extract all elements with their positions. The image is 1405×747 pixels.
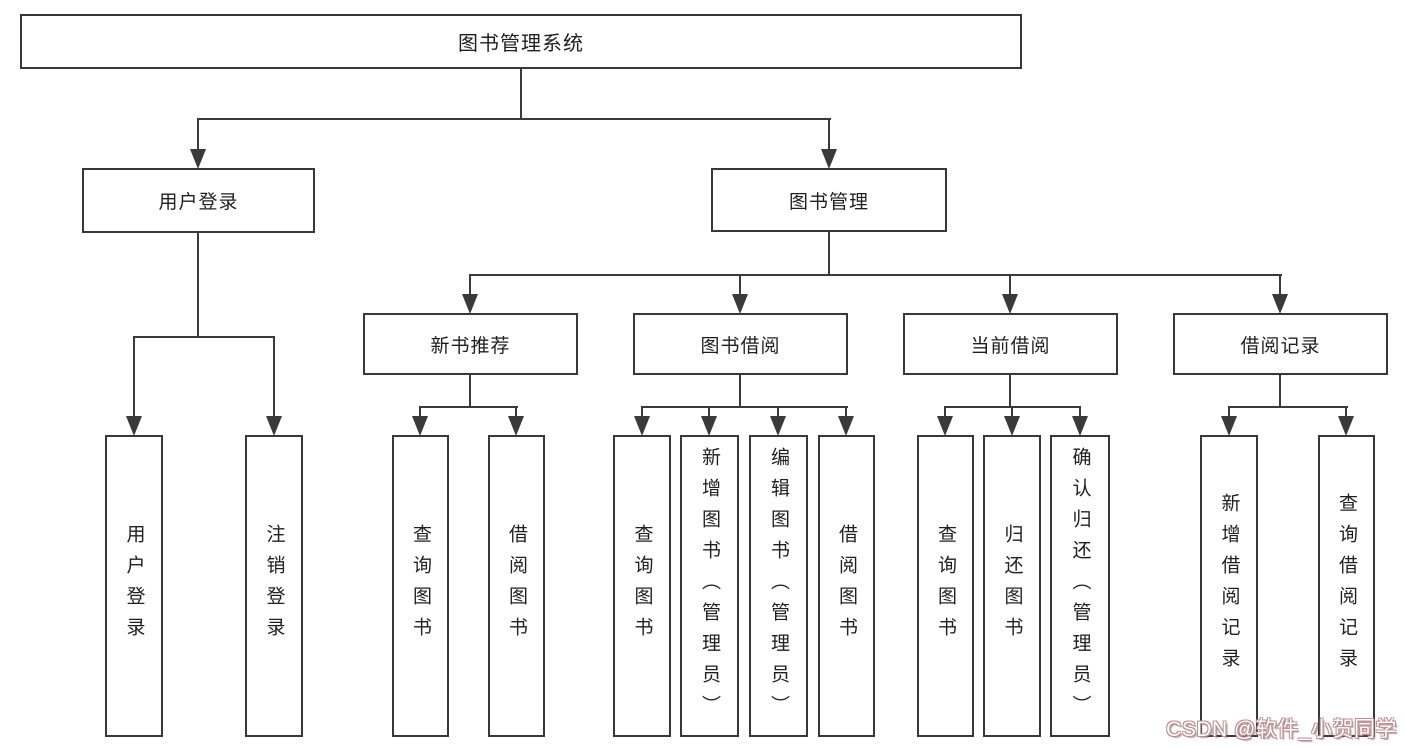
connector-records-stem	[1279, 375, 1281, 408]
connector-borrowing-stem	[739, 375, 741, 408]
connector-leaf-shaft	[1345, 406, 1347, 418]
connector-leaf-shaft	[273, 336, 275, 417]
arrowhead-leaf-query-book-newbooks	[412, 416, 428, 436]
leaf-add-book-admin: 新增图书（管理员）	[680, 435, 739, 737]
arrowhead-book-mgmt	[821, 149, 837, 169]
node-user-login-label: 用户登录	[158, 192, 239, 213]
leaf-borrow-book-borrowing-label: 借阅图书	[836, 524, 857, 648]
leaf-borrow-book-borrowing: 借阅图书	[818, 435, 875, 737]
connector-level2-shaft	[1009, 274, 1011, 296]
leaf-edit-book-admin: 编辑图书（管理员）	[749, 435, 808, 737]
connector-level2-shaft	[1279, 274, 1281, 296]
arrowhead-current-borrow	[1002, 294, 1018, 314]
node-book-borrow: 图书借阅	[633, 313, 848, 375]
node-borrow-records-label: 借阅记录	[1240, 335, 1321, 357]
arrowhead-leaf-user-login	[126, 416, 142, 436]
connector-current-stem	[1009, 375, 1011, 408]
connector-leaf-shaft	[1079, 406, 1081, 418]
leaf-confirm-return-admin: 确认归还（管理员）	[1050, 435, 1110, 737]
leaf-user-login-label: 用户登录	[123, 524, 145, 648]
connector-book-mgmt-cross	[469, 274, 1282, 276]
connector-book-mgmt-stem	[828, 232, 830, 276]
arrowhead-leaf-add-book-admin	[701, 416, 717, 436]
node-current-borrow-label: 当前借阅	[970, 335, 1051, 357]
leaf-borrow-book-newbooks-label: 借阅图书	[506, 524, 527, 648]
connector-leaf-shaft	[708, 406, 710, 418]
connector-new-books-cross	[419, 406, 518, 408]
leaf-user-login: 用户登录	[105, 435, 163, 737]
node-borrow-records: 借阅记录	[1173, 313, 1388, 375]
leaf-query-borrow-record-label: 查询借阅记录	[1336, 493, 1357, 679]
leaf-borrow-book-newbooks: 借阅图书	[488, 435, 545, 737]
connector-root-stem	[520, 69, 522, 120]
leaf-query-book-borrowing-label: 查询图书	[631, 524, 653, 648]
connector-records-cross	[1228, 406, 1348, 408]
arrowhead-leaf-logout	[266, 416, 282, 436]
connector-user-login-shaft	[197, 118, 199, 150]
connector-leaf-shaft	[1228, 406, 1230, 418]
connector-user-login-stem	[197, 233, 199, 338]
arrowhead-leaf-add-borrow-record	[1221, 416, 1237, 436]
connector-leaf-shaft	[845, 406, 847, 418]
connector-leaf-shaft	[133, 336, 135, 417]
node-user-login: 用户登录	[82, 168, 315, 233]
leaf-query-book-current-label: 查询图书	[935, 524, 956, 648]
arrowhead-leaf-query-book-current	[937, 416, 953, 436]
arrowhead-leaf-borrow-book-borrowing	[838, 416, 854, 436]
leaf-return-book: 归还图书	[983, 435, 1041, 737]
connector-level2-shaft	[469, 274, 471, 296]
leaf-query-borrow-record: 查询借阅记录	[1318, 435, 1375, 737]
node-current-borrow: 当前借阅	[903, 313, 1118, 375]
connector-book-mgmt-shaft	[828, 118, 830, 150]
leaf-logout-label: 注销登录	[263, 524, 285, 648]
node-book-borrow-label: 图书借阅	[700, 335, 781, 357]
arrowhead-leaf-confirm-return-admin	[1072, 416, 1088, 436]
leaf-add-borrow-record-label: 新增借阅记录	[1218, 493, 1240, 679]
connector-leaf-shaft	[777, 406, 779, 418]
arrowhead-leaf-edit-book-admin	[770, 416, 786, 436]
connector-leaf-shaft	[641, 406, 643, 418]
arrowhead-book-borrow	[732, 294, 748, 314]
arrowhead-borrow-records	[1272, 294, 1288, 314]
node-book-management: 图书管理	[711, 168, 947, 232]
leaf-query-book-current: 查询图书	[917, 435, 974, 737]
csdn-watermark: CSDN @软件_小贺同学	[1166, 718, 1397, 741]
arrowhead-user-login	[190, 149, 206, 169]
node-library-system-label: 图书管理系统	[458, 33, 584, 55]
node-book-management-label: 图书管理	[788, 191, 869, 213]
arrowhead-leaf-query-borrow-record	[1338, 416, 1354, 436]
connector-borrowing-cross	[641, 406, 848, 408]
leaf-add-borrow-record: 新增借阅记录	[1200, 435, 1258, 737]
connector-user-login-cross	[133, 336, 275, 338]
leaf-query-book-borrowing: 查询图书	[613, 435, 671, 737]
connector-leaf-shaft	[1011, 406, 1013, 418]
leaf-query-book-newbooks: 查询图书	[392, 435, 449, 737]
leaf-confirm-return-admin-label: 确认归还（管理员）	[1069, 446, 1091, 726]
connector-leaf-shaft	[944, 406, 946, 418]
leaf-edit-book-admin-label: 编辑图书（管理员）	[768, 446, 789, 726]
connector-level2-shaft	[739, 274, 741, 296]
leaf-query-book-newbooks-label: 查询图书	[410, 524, 431, 648]
node-new-book-recommend-label: 新书推荐	[430, 335, 511, 357]
connector-leaf-shaft	[515, 406, 517, 418]
connector-new-books-stem	[469, 375, 471, 408]
leaf-return-book-label: 归还图书	[1001, 524, 1023, 648]
node-library-system: 图书管理系统	[20, 14, 1022, 69]
leaf-add-book-admin-label: 新增图书（管理员）	[699, 446, 720, 726]
arrowhead-leaf-query-book-borrowing	[634, 416, 650, 436]
arrowhead-leaf-return-book	[1004, 416, 1020, 436]
node-new-book-recommend: 新书推荐	[363, 313, 578, 375]
connector-root-cross	[197, 118, 831, 120]
arrowhead-leaf-borrow-book-newbooks	[508, 416, 524, 436]
connector-leaf-shaft	[419, 406, 421, 418]
arrowhead-new-book-recommend	[462, 294, 478, 314]
leaf-logout: 注销登录	[245, 435, 303, 737]
